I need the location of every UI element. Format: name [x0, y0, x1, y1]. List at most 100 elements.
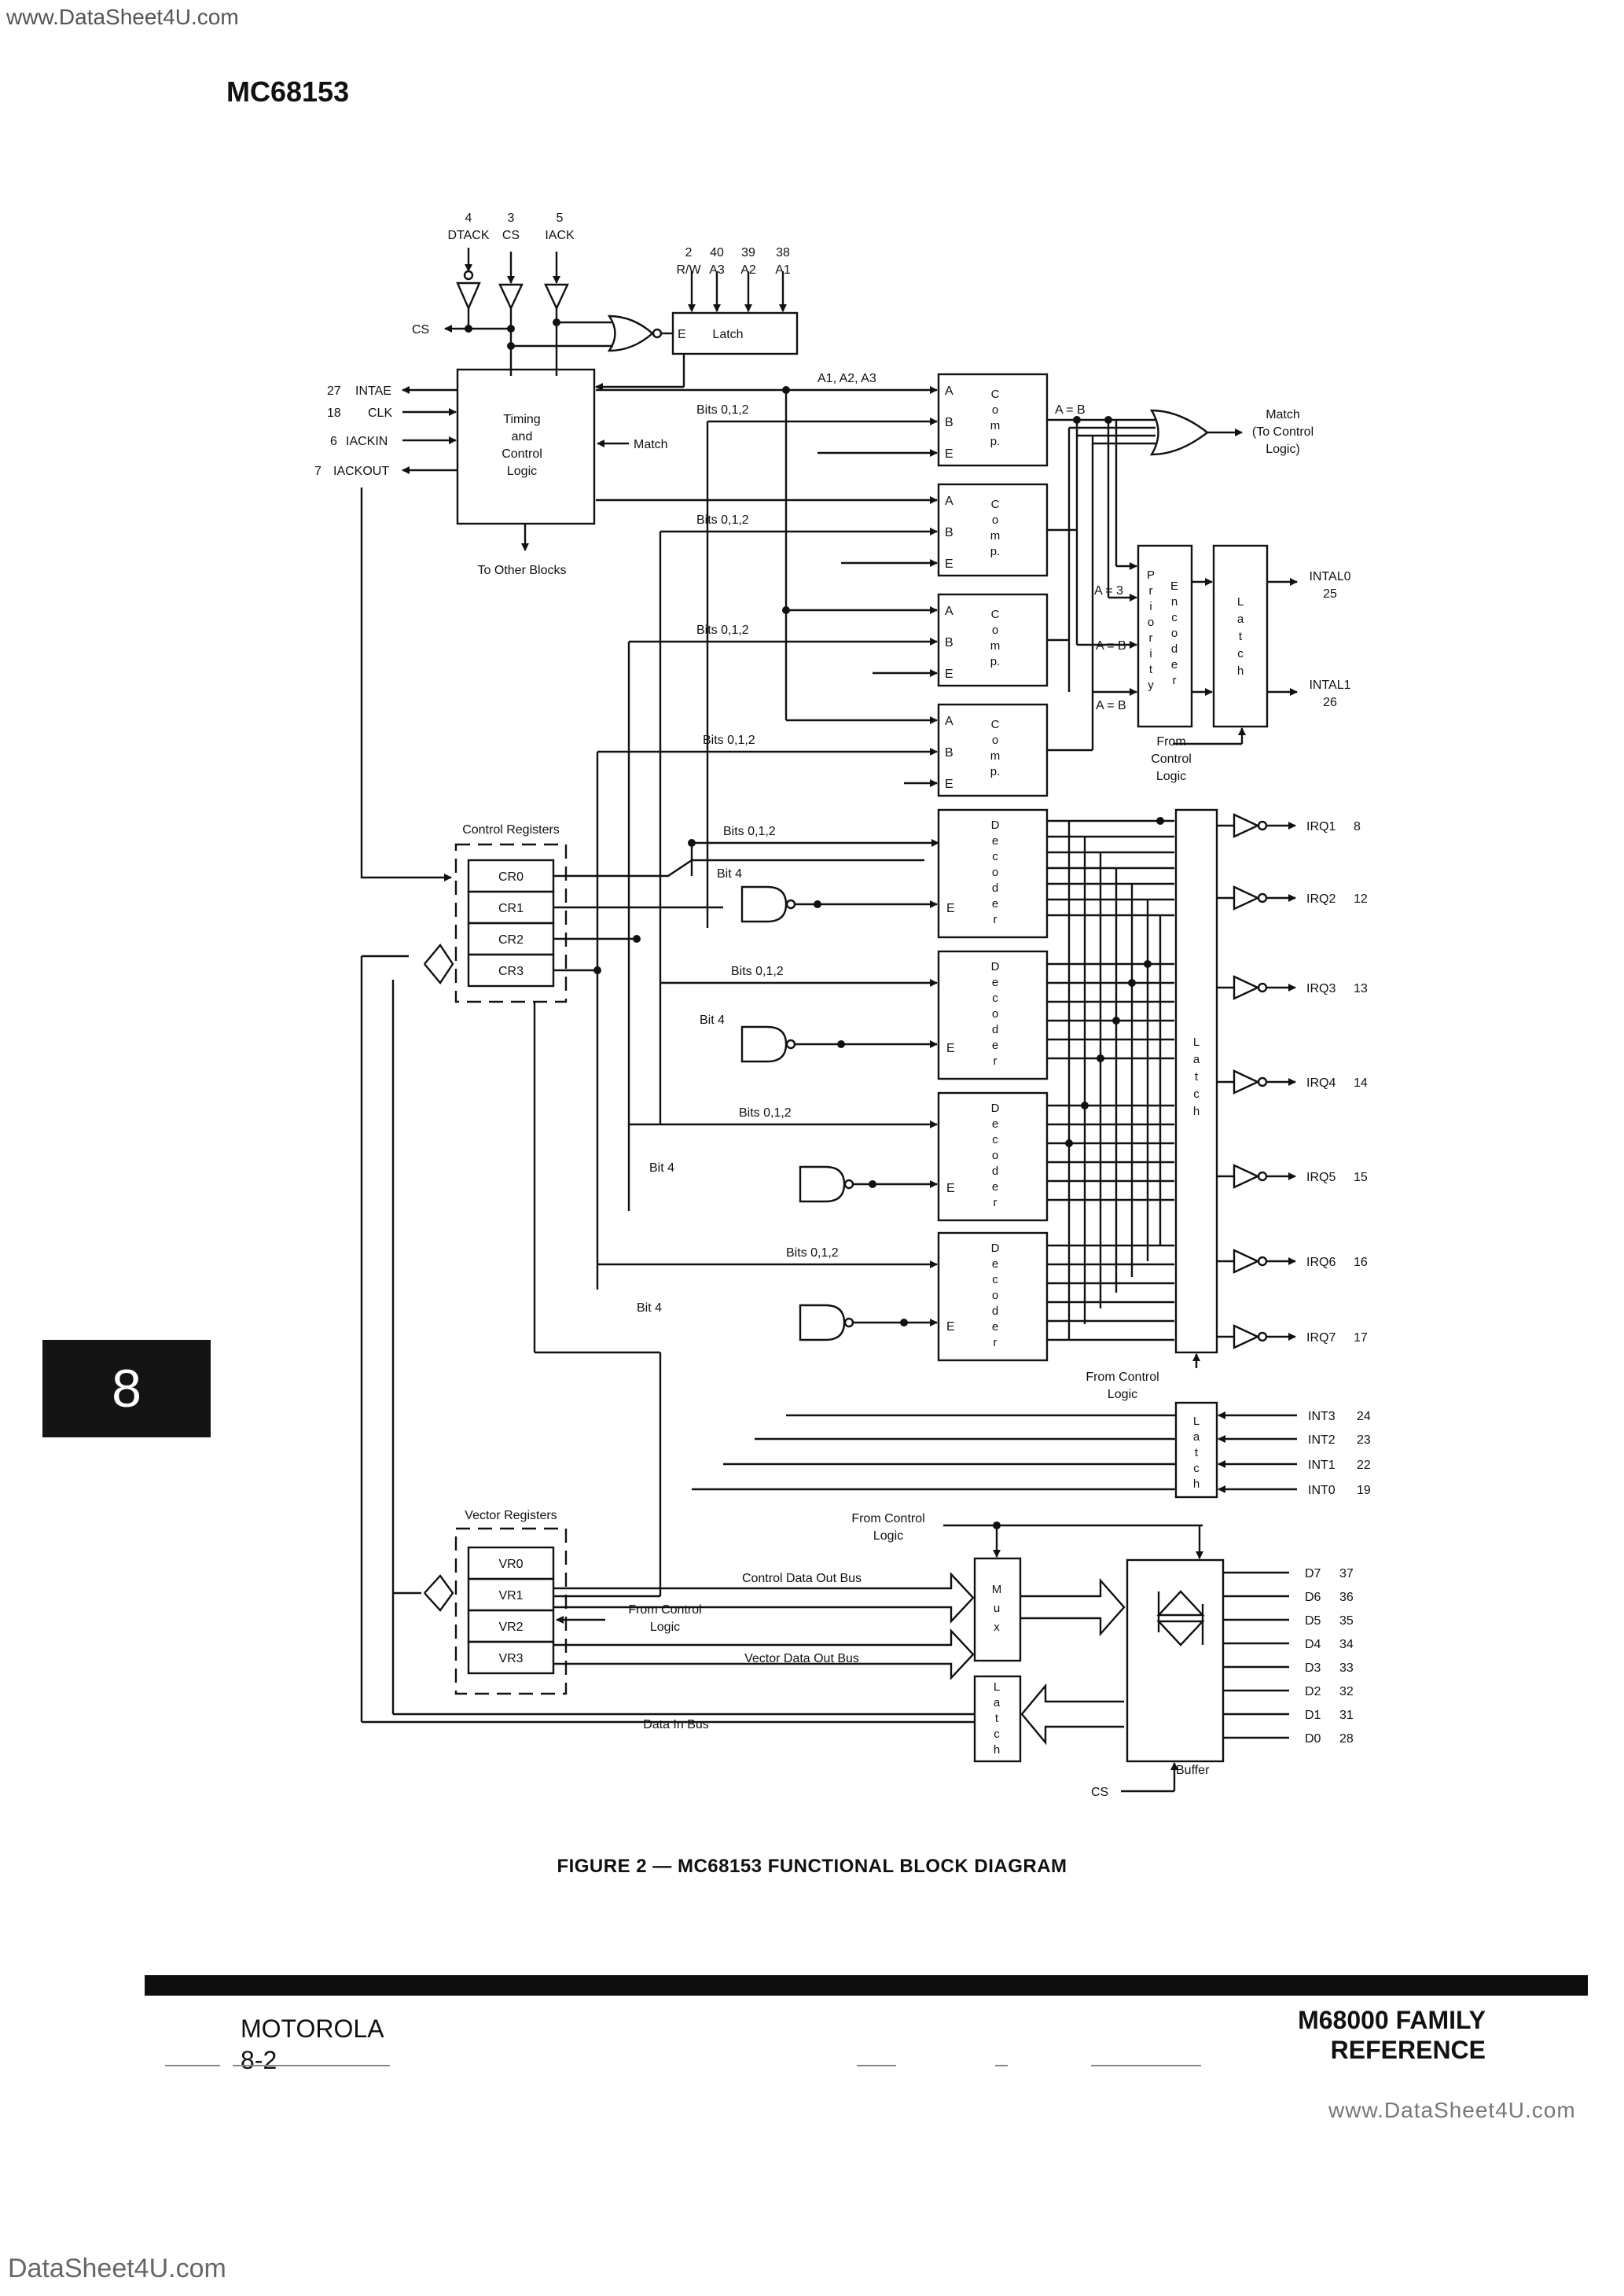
- timing-line-2: and: [512, 430, 533, 443]
- addr-bus-label: A1, A2, A3: [818, 372, 876, 385]
- page-header-title: MC68153: [226, 75, 350, 108]
- pe-r4: d: [1171, 642, 1178, 656]
- pe-r2: c: [1171, 611, 1178, 624]
- decoder-output-bus: [1047, 819, 1174, 1341]
- pin-name-cs: CS: [502, 229, 520, 242]
- or-gate-match: [1149, 409, 1209, 456]
- pin-num-a3: 40: [710, 246, 724, 259]
- irql-3: c: [1193, 1087, 1200, 1101]
- dil-3: c: [994, 1728, 1000, 1741]
- pe-l4: r: [1149, 631, 1153, 645]
- pe-r1: n: [1171, 595, 1178, 609]
- comp3-l4: p.: [990, 655, 1001, 668]
- bit4-3: Bit 4: [649, 1161, 674, 1175]
- irq-output-buffers: [1217, 813, 1296, 1349]
- comp4-l4: p.: [990, 765, 1001, 778]
- a-eq-b-label-3: A = B: [1096, 699, 1126, 712]
- fcl2-1: From Control: [1086, 1371, 1159, 1384]
- d1-name: D1: [1305, 1709, 1321, 1722]
- data-in-latch: [973, 1675, 1022, 1763]
- vector-register-cells: [467, 1546, 555, 1675]
- pin-name-a3: A3: [709, 263, 725, 277]
- pin-name-clk: CLK: [368, 407, 392, 420]
- dec-bits-1: Bits 0,1,2: [723, 825, 776, 838]
- a-eq-3-label: A = 3: [1094, 584, 1123, 598]
- pin-num-iack: 5: [557, 212, 564, 225]
- vr0-label: VR0: [498, 1558, 523, 1571]
- irq4-num: 14: [1354, 1076, 1368, 1090]
- comp2-l1: C: [991, 498, 1000, 511]
- irq2-name: IRQ2: [1306, 892, 1336, 906]
- irq1-num: 8: [1354, 820, 1361, 833]
- pin-name-iackout: IACKOUT: [333, 465, 389, 478]
- pe-r0: E: [1170, 580, 1178, 593]
- comp4-a: A: [945, 715, 953, 728]
- irql-0: L: [1193, 1036, 1200, 1049]
- d1-0: D: [991, 819, 1000, 832]
- int0-name: INT0: [1308, 1484, 1336, 1497]
- intl-0: L: [1193, 1415, 1200, 1428]
- d2-6: r: [994, 1054, 998, 1068]
- pe-r5: e: [1171, 658, 1178, 672]
- comp3-l2: o: [992, 624, 998, 637]
- d1-5: e: [992, 897, 998, 911]
- int3-num: 24: [1357, 1410, 1371, 1423]
- irq7-num: 17: [1354, 1331, 1368, 1345]
- pin-name-a1: A1: [775, 263, 791, 277]
- control-registers-title: Control Registers: [462, 823, 560, 837]
- vr2-label: VR2: [498, 1621, 523, 1634]
- dec-bits-4: Bits 0,1,2: [786, 1246, 839, 1260]
- irql-2: t: [1195, 1070, 1199, 1084]
- irq5-name: IRQ5: [1306, 1171, 1336, 1184]
- fcl4-2: Logic: [650, 1621, 680, 1634]
- intal0-name: INTAL0: [1309, 570, 1350, 583]
- comp4-e: E: [945, 778, 953, 791]
- data-buffer: [1126, 1558, 1225, 1763]
- comp2-l4: p.: [990, 545, 1001, 558]
- bit4-2: Bit 4: [700, 1014, 725, 1027]
- comp1-a: A: [945, 385, 953, 398]
- pin-name-a2: A2: [740, 263, 756, 277]
- d5-num: 35: [1339, 1614, 1354, 1628]
- cr3-label: CR3: [498, 965, 524, 978]
- pin-num-intae: 27: [327, 385, 341, 398]
- d7-name: D7: [1305, 1567, 1321, 1580]
- pin-num-dtack: 4: [465, 212, 472, 225]
- comp3-a: A: [945, 605, 953, 618]
- bits-label-2: Bits 0,1,2: [696, 513, 749, 527]
- buffer-cs-label: CS: [1091, 1786, 1108, 1799]
- comp3-l1: C: [991, 608, 1000, 621]
- d2-1: e: [992, 976, 998, 989]
- il-3: c: [1237, 647, 1244, 660]
- d1-4: d: [992, 881, 998, 895]
- comp4-l1: C: [991, 718, 1000, 731]
- d3-6: r: [994, 1196, 998, 1209]
- bits-label-1: Bits 0,1,2: [696, 403, 749, 417]
- watermark-bottom: DataSheet4U.com: [8, 2254, 226, 2283]
- d1-2: c: [992, 850, 998, 863]
- timing-line-3: Control: [502, 447, 542, 461]
- d4-6: r: [994, 1336, 998, 1349]
- vr3-label: VR3: [498, 1652, 523, 1665]
- mux-0: M: [992, 1583, 1002, 1596]
- match-out-1: Match: [1266, 408, 1300, 421]
- a-eq-b-label-1: A = B: [1055, 403, 1086, 417]
- pin-num-cs: 3: [508, 212, 515, 225]
- d4-4: d: [992, 1304, 998, 1318]
- d4-5: e: [992, 1320, 998, 1334]
- comp3-l3: m: [990, 639, 1001, 653]
- d6-name: D6: [1305, 1591, 1321, 1604]
- irql-1: a: [1193, 1053, 1200, 1066]
- section-tab: 8: [42, 1340, 211, 1437]
- irq3-num: 13: [1354, 982, 1368, 995]
- comp1-l1: C: [991, 388, 1000, 401]
- pin-num-a1: 38: [776, 246, 790, 259]
- irq6-name: IRQ6: [1306, 1256, 1336, 1269]
- d1-num: 31: [1339, 1709, 1354, 1722]
- pin-num-a2: 39: [741, 246, 755, 259]
- timing-control-block: [456, 368, 596, 525]
- pin-num-iackin: 6: [330, 435, 337, 448]
- comp2-e: E: [945, 557, 953, 571]
- irq2-num: 12: [1354, 892, 1368, 906]
